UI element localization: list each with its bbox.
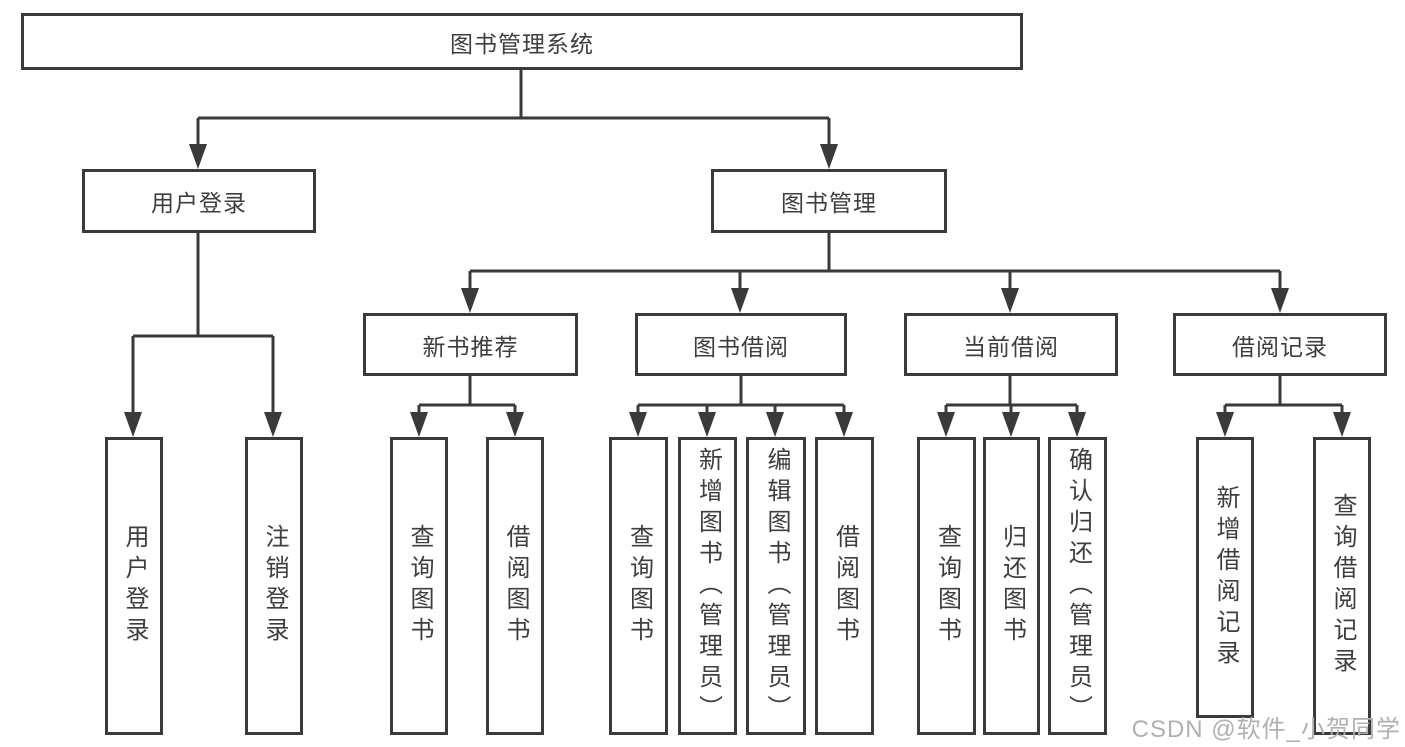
node-label: 借阅记录 <box>1232 333 1328 360</box>
node-borrowing-records: 借阅记录 <box>1173 313 1387 376</box>
leaf-query-books-current: 查询图书 <box>917 437 976 735</box>
leaf-label: 用户登录 <box>121 524 148 648</box>
leaf-label: 新增图书（管理员） <box>694 446 722 726</box>
leaf-edit-books-admin: 编辑图书（管理员） <box>746 437 806 735</box>
node-label: 当前借阅 <box>963 333 1059 360</box>
leaf-label: 查询图书 <box>406 524 433 648</box>
node-user-login: 用户登录 <box>82 169 316 233</box>
leaf-borrow-books: 借阅图书 <box>815 437 874 735</box>
node-label: 图书借阅 <box>693 333 789 360</box>
leaf-logout: 注销登录 <box>245 437 303 735</box>
csdn-watermark: CSDN @软件_小贺同学 <box>1131 716 1401 743</box>
leaf-query-books-borrow: 查询图书 <box>609 437 668 735</box>
node-library-system: 图书管理系统 <box>21 13 1023 70</box>
node-current-borrowing: 当前借阅 <box>904 313 1118 376</box>
leaf-label: 查询图书 <box>933 524 961 648</box>
leaf-label: 查询图书 <box>625 524 653 648</box>
leaf-user-login: 用户登录 <box>105 437 163 735</box>
node-label: 图书管理 <box>781 190 877 216</box>
leaf-label: 借阅图书 <box>831 524 859 648</box>
node-label: 图书管理系统 <box>450 30 594 57</box>
leaf-add-borrow-record: 新增借阅记录 <box>1196 437 1254 718</box>
leaf-add-books-admin: 新增图书（管理员） <box>678 437 737 735</box>
leaf-label: 注销登录 <box>261 524 288 648</box>
leaf-confirm-return-admin: 确认归还（管理员） <box>1048 437 1107 735</box>
leaf-label: 借阅图书 <box>502 524 529 648</box>
node-book-management: 图书管理 <box>711 169 947 233</box>
leaf-query-books-recommend: 查询图书 <box>390 437 448 735</box>
leaf-label: 编辑图书（管理员） <box>763 446 790 726</box>
leaf-query-borrow-record: 查询借阅记录 <box>1313 437 1371 735</box>
leaf-label: 查询借阅记录 <box>1329 493 1356 679</box>
node-label: 用户登录 <box>151 190 247 216</box>
leaf-label: 归还图书 <box>998 524 1026 648</box>
node-label: 新书推荐 <box>422 333 519 360</box>
leaf-return-books: 归还图书 <box>983 437 1040 735</box>
leaf-label: 新增借阅记录 <box>1212 484 1239 671</box>
leaf-label: 确认归还（管理员） <box>1064 446 1092 726</box>
node-new-book-recommendation: 新书推荐 <box>363 313 578 376</box>
leaf-borrow-books-recommend: 借阅图书 <box>486 437 544 735</box>
node-book-borrowing: 图书借阅 <box>635 313 847 376</box>
